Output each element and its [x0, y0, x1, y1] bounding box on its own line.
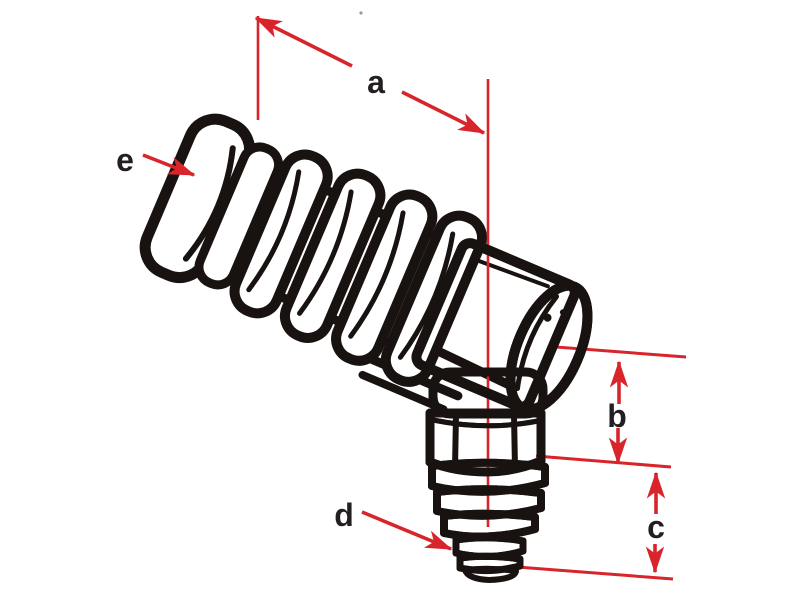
- dimension-a-group: [254, 16, 490, 527]
- dimension-graphics: [142, 16, 687, 581]
- cylinder-upper-highlight-line: [468, 255, 550, 289]
- callout-label-d: d: [334, 497, 354, 533]
- dimension-c-bottom-reference-line: [516, 565, 674, 581]
- dimension-a-arrow-downright: [401, 90, 486, 135]
- end-face-inner-arc: [514, 294, 560, 392]
- callout-label-e: e: [116, 142, 134, 178]
- cylinder-lower-shade-line: [422, 341, 515, 390]
- callout-labels: a b c d e: [116, 64, 665, 545]
- dimension-c-group: [516, 454, 674, 581]
- scan-speck-artifact: [359, 11, 363, 15]
- callout-label-b: b: [607, 398, 627, 434]
- barb-rib-2-arc: [297, 189, 354, 316]
- callout-e-arrow: [142, 153, 196, 177]
- dimension-bc-middle-reference-line: [535, 454, 672, 469]
- dimension-a-arrow-upleft: [254, 16, 353, 68]
- barb-rib-1-arc: [246, 169, 302, 293]
- callout-label-c: c: [647, 509, 665, 545]
- barb-rib-3-arc: [348, 210, 406, 339]
- end-cap-band: [194, 142, 284, 290]
- callout-label-a: a: [367, 64, 385, 100]
- end-face-dot-1: [543, 313, 552, 322]
- barb-rib-4-arc: [397, 231, 456, 360]
- end-cap-rim-arc: [182, 145, 236, 262]
- callout-d-arrow: [361, 510, 453, 551]
